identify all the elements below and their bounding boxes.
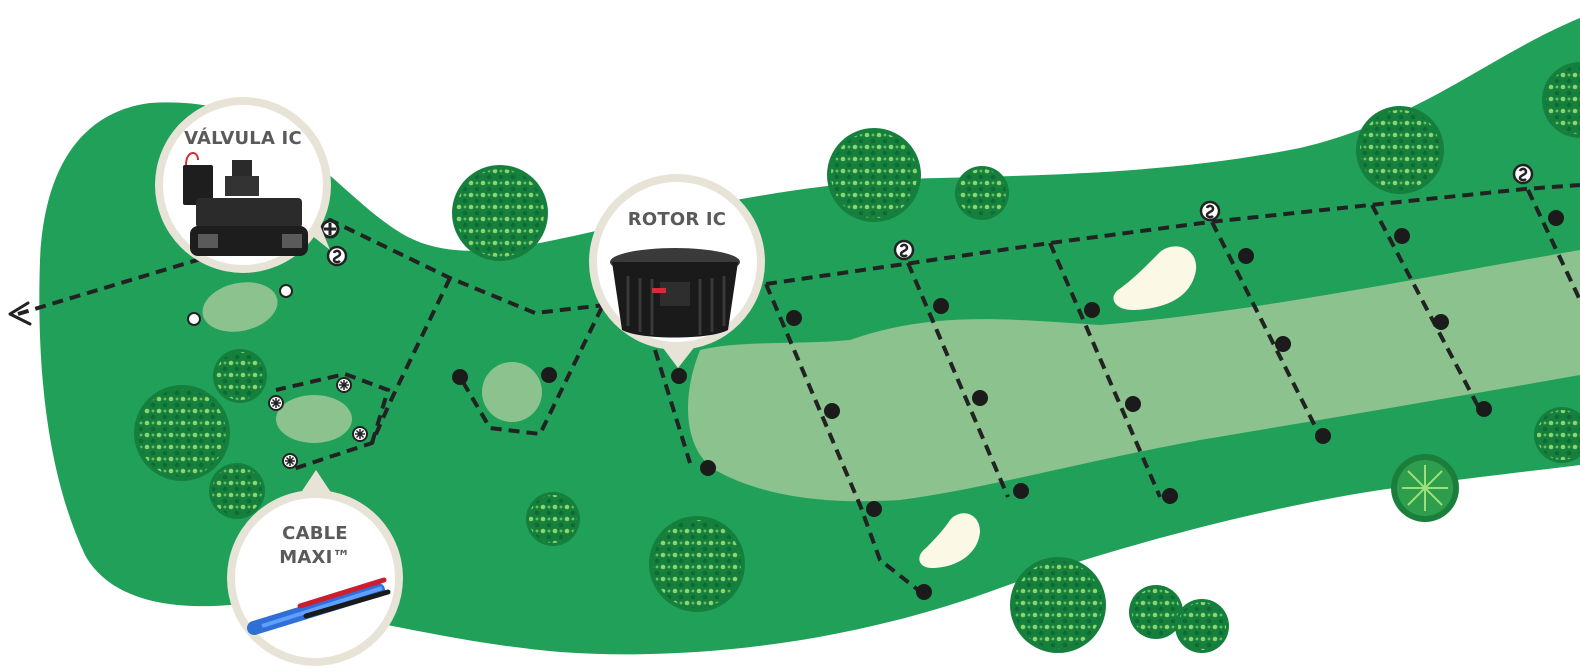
rotor-head-icon[interactable] (1548, 210, 1564, 226)
branch-cable-tee-loop (275, 371, 391, 444)
rotor-callout[interactable] (589, 174, 765, 368)
cable-callout-label-line2: MAXI™ (279, 547, 351, 568)
arrow-left-icon (8, 301, 32, 326)
tree (955, 166, 1009, 220)
rough-area (39, 18, 1580, 655)
spray-heads-star (268, 377, 368, 469)
rotor-callout-label: ROTOR IC (627, 209, 727, 230)
spray-head-icon[interactable] (187, 312, 201, 326)
lateral-3 (1048, 242, 1162, 498)
rotor-head-icon[interactable] (1084, 302, 1100, 318)
rotor-head-icon[interactable] (1162, 488, 1178, 504)
tree (827, 128, 921, 222)
cable-callout-label-line1: CABLE (282, 523, 348, 544)
rotor-head-icon[interactable] (786, 310, 802, 326)
tee-box-3 (482, 362, 542, 422)
rotor-head-icon[interactable] (824, 403, 840, 419)
branch-cable-tee (289, 277, 452, 472)
rotor-head-icon[interactable] (916, 584, 932, 600)
rotor-product-icon (610, 248, 740, 338)
fairway (688, 250, 1580, 502)
rotor-head-icon[interactable] (1476, 401, 1492, 417)
rotor-head-icon[interactable] (700, 460, 716, 476)
decoders (326, 163, 1534, 267)
tree (452, 165, 548, 261)
trees (134, 62, 1580, 653)
rotor-head-icon[interactable] (1275, 336, 1291, 352)
rotor-head-icon[interactable] (1315, 428, 1331, 444)
rotor-head-icon[interactable] (1238, 248, 1254, 264)
tree (209, 463, 265, 519)
valve-callout-label: VÁLVULA IC (184, 128, 302, 149)
tree (213, 349, 267, 403)
lateral-5 (1370, 204, 1482, 411)
rotor-head-icon[interactable] (972, 390, 988, 406)
spray-head-icon[interactable] (352, 426, 368, 442)
spray-head-icon[interactable] (279, 284, 293, 298)
lateral-2 (906, 262, 1010, 498)
rotor-head-icon[interactable] (1013, 483, 1029, 499)
tree-top-view (1391, 454, 1459, 522)
lateral-6 (1526, 189, 1580, 301)
valve-callout[interactable] (155, 97, 331, 273)
lateral-4 (1210, 221, 1322, 437)
bunker-2 (919, 513, 980, 568)
tree (649, 516, 745, 612)
cable-product-icon (247, 577, 391, 635)
tree (1542, 62, 1580, 138)
tree (1534, 407, 1580, 463)
tree (134, 385, 230, 481)
main-cable-fairway (765, 183, 1580, 286)
bunker-1 (1113, 246, 1197, 311)
rotor-head-icon[interactable] (866, 501, 882, 517)
lateral-1 (764, 283, 924, 595)
rotor-line-1 (653, 349, 692, 464)
tree (526, 492, 580, 546)
rotor-head-icon[interactable] (1394, 228, 1410, 244)
tree (1129, 585, 1183, 639)
branch-cable-green (458, 306, 604, 437)
tree (1175, 599, 1229, 653)
decoder-icon[interactable] (893, 239, 915, 261)
decoder-icon[interactable] (1199, 200, 1221, 222)
spray-head-icon[interactable] (282, 453, 298, 469)
tree (1010, 557, 1106, 653)
tee-box-2 (276, 395, 352, 443)
spray-head-icon[interactable] (336, 377, 352, 393)
rotor-head-icon[interactable] (452, 369, 468, 385)
cable-callout[interactable] (227, 470, 403, 666)
tee-box-1 (202, 282, 278, 332)
rotor-head-icon[interactable] (671, 368, 687, 384)
valve-marker-icon[interactable] (320, 219, 340, 239)
rotor-heads (452, 210, 1564, 600)
decoder-icon[interactable] (326, 245, 348, 267)
valve-product-icon (183, 152, 308, 256)
tree (1356, 106, 1444, 194)
rotor-head-icon[interactable] (933, 298, 949, 314)
decoder-icon[interactable] (1512, 163, 1534, 185)
spray-head-icon[interactable] (268, 395, 284, 411)
rotor-head-icon[interactable] (541, 367, 557, 383)
rotor-head-icon[interactable] (1433, 314, 1449, 330)
rotor-head-icon[interactable] (1125, 396, 1141, 412)
